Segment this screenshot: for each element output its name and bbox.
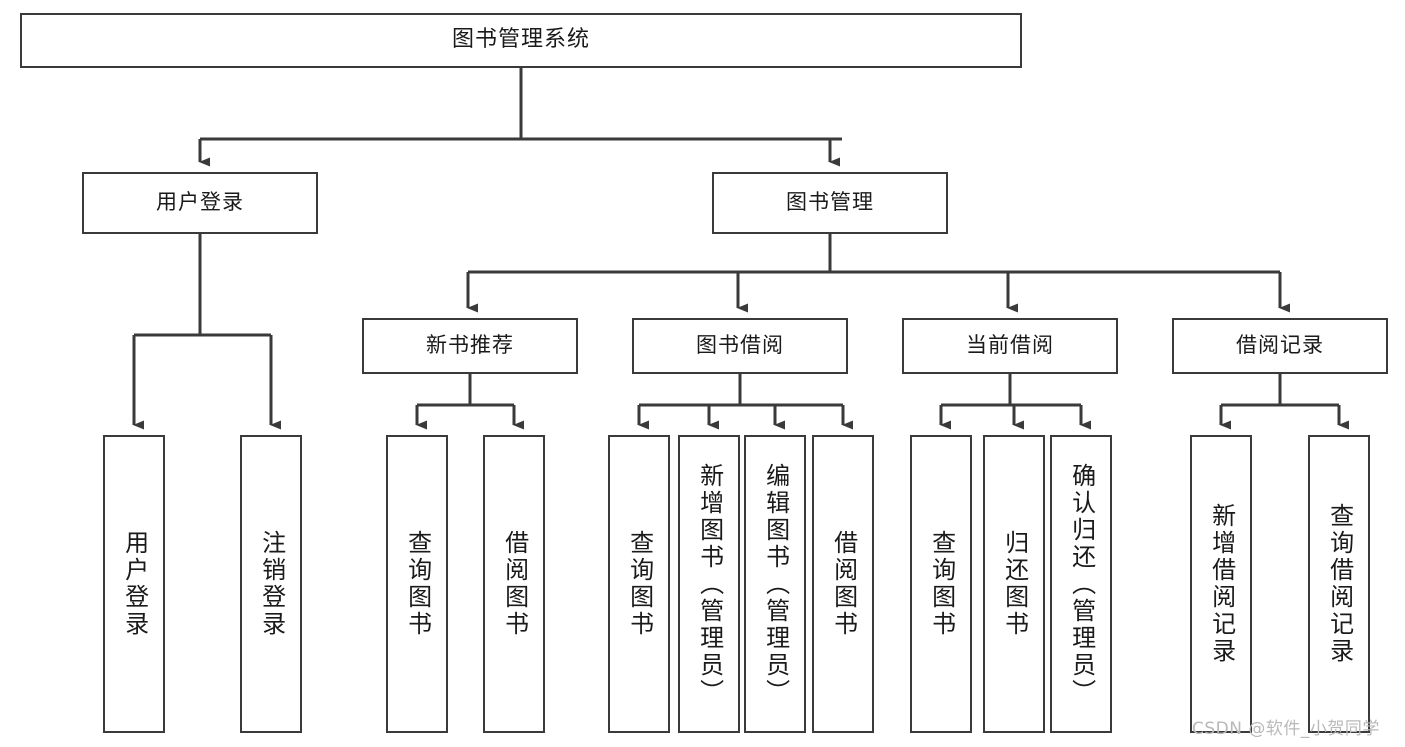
node-leaf-add-book-label: 新增图书（管理员） — [695, 462, 724, 706]
node-leaf-borrow-book-rec-label: 借阅图书 — [500, 530, 529, 638]
node-leaf-query-book-rec-label: 查询图书 — [403, 530, 432, 638]
node-leaf-add-book[interactable]: 新增图书（管理员） — [678, 435, 740, 733]
node-root[interactable]: 图书管理系统 — [20, 13, 1022, 68]
node-leaf-query-book-current-label: 查询图书 — [927, 530, 956, 638]
node-leaf-user-login[interactable]: 用户登录 — [103, 435, 165, 733]
node-leaf-edit-book-label: 编辑图书（管理员） — [761, 462, 790, 706]
node-leaf-user-login-label: 用户登录 — [120, 530, 149, 638]
node-root-label: 图书管理系统 — [451, 27, 590, 53]
node-leaf-query-book-rec[interactable]: 查询图书 — [386, 435, 448, 733]
node-leaf-return-book-label: 归还图书 — [1000, 530, 1029, 638]
node-leaf-query-record-label: 查询借阅记录 — [1325, 503, 1354, 665]
node-leaf-query-book-borrow-label: 查询图书 — [625, 530, 654, 638]
node-leaf-confirm-return-label: 确认归还（管理员） — [1067, 462, 1096, 706]
node-book-borrow-label: 图书借阅 — [696, 333, 784, 358]
node-new-book-recommend[interactable]: 新书推荐 — [362, 318, 578, 374]
node-leaf-logout[interactable]: 注销登录 — [240, 435, 302, 733]
node-leaf-borrow-book[interactable]: 借阅图书 — [812, 435, 874, 733]
node-new-book-recommend-label: 新书推荐 — [426, 333, 514, 358]
node-leaf-add-record[interactable]: 新增借阅记录 — [1190, 435, 1252, 733]
node-user-login[interactable]: 用户登录 — [82, 172, 318, 234]
node-leaf-borrow-book-rec[interactable]: 借阅图书 — [483, 435, 545, 733]
node-leaf-confirm-return[interactable]: 确认归还（管理员） — [1050, 435, 1112, 733]
node-leaf-edit-book[interactable]: 编辑图书（管理员） — [744, 435, 806, 733]
node-borrow-records[interactable]: 借阅记录 — [1172, 318, 1388, 374]
node-leaf-return-book[interactable]: 归还图书 — [983, 435, 1045, 733]
node-leaf-logout-label: 注销登录 — [257, 530, 286, 638]
node-current-borrow[interactable]: 当前借阅 — [902, 318, 1118, 374]
node-book-borrow[interactable]: 图书借阅 — [632, 318, 848, 374]
node-leaf-query-record[interactable]: 查询借阅记录 — [1308, 435, 1370, 733]
node-leaf-query-book-current[interactable]: 查询图书 — [910, 435, 972, 733]
node-borrow-records-label: 借阅记录 — [1236, 333, 1324, 358]
csdn-watermark: CSDN @软件_小贺同学 — [1192, 719, 1380, 739]
node-current-borrow-label: 当前借阅 — [966, 333, 1054, 358]
node-user-login-label: 用户登录 — [156, 190, 244, 215]
node-book-management[interactable]: 图书管理 — [712, 172, 948, 234]
node-book-management-label: 图书管理 — [786, 190, 874, 215]
node-leaf-query-book-borrow[interactable]: 查询图书 — [608, 435, 670, 733]
node-leaf-borrow-book-label: 借阅图书 — [829, 530, 858, 638]
node-leaf-add-record-label: 新增借阅记录 — [1207, 503, 1236, 665]
